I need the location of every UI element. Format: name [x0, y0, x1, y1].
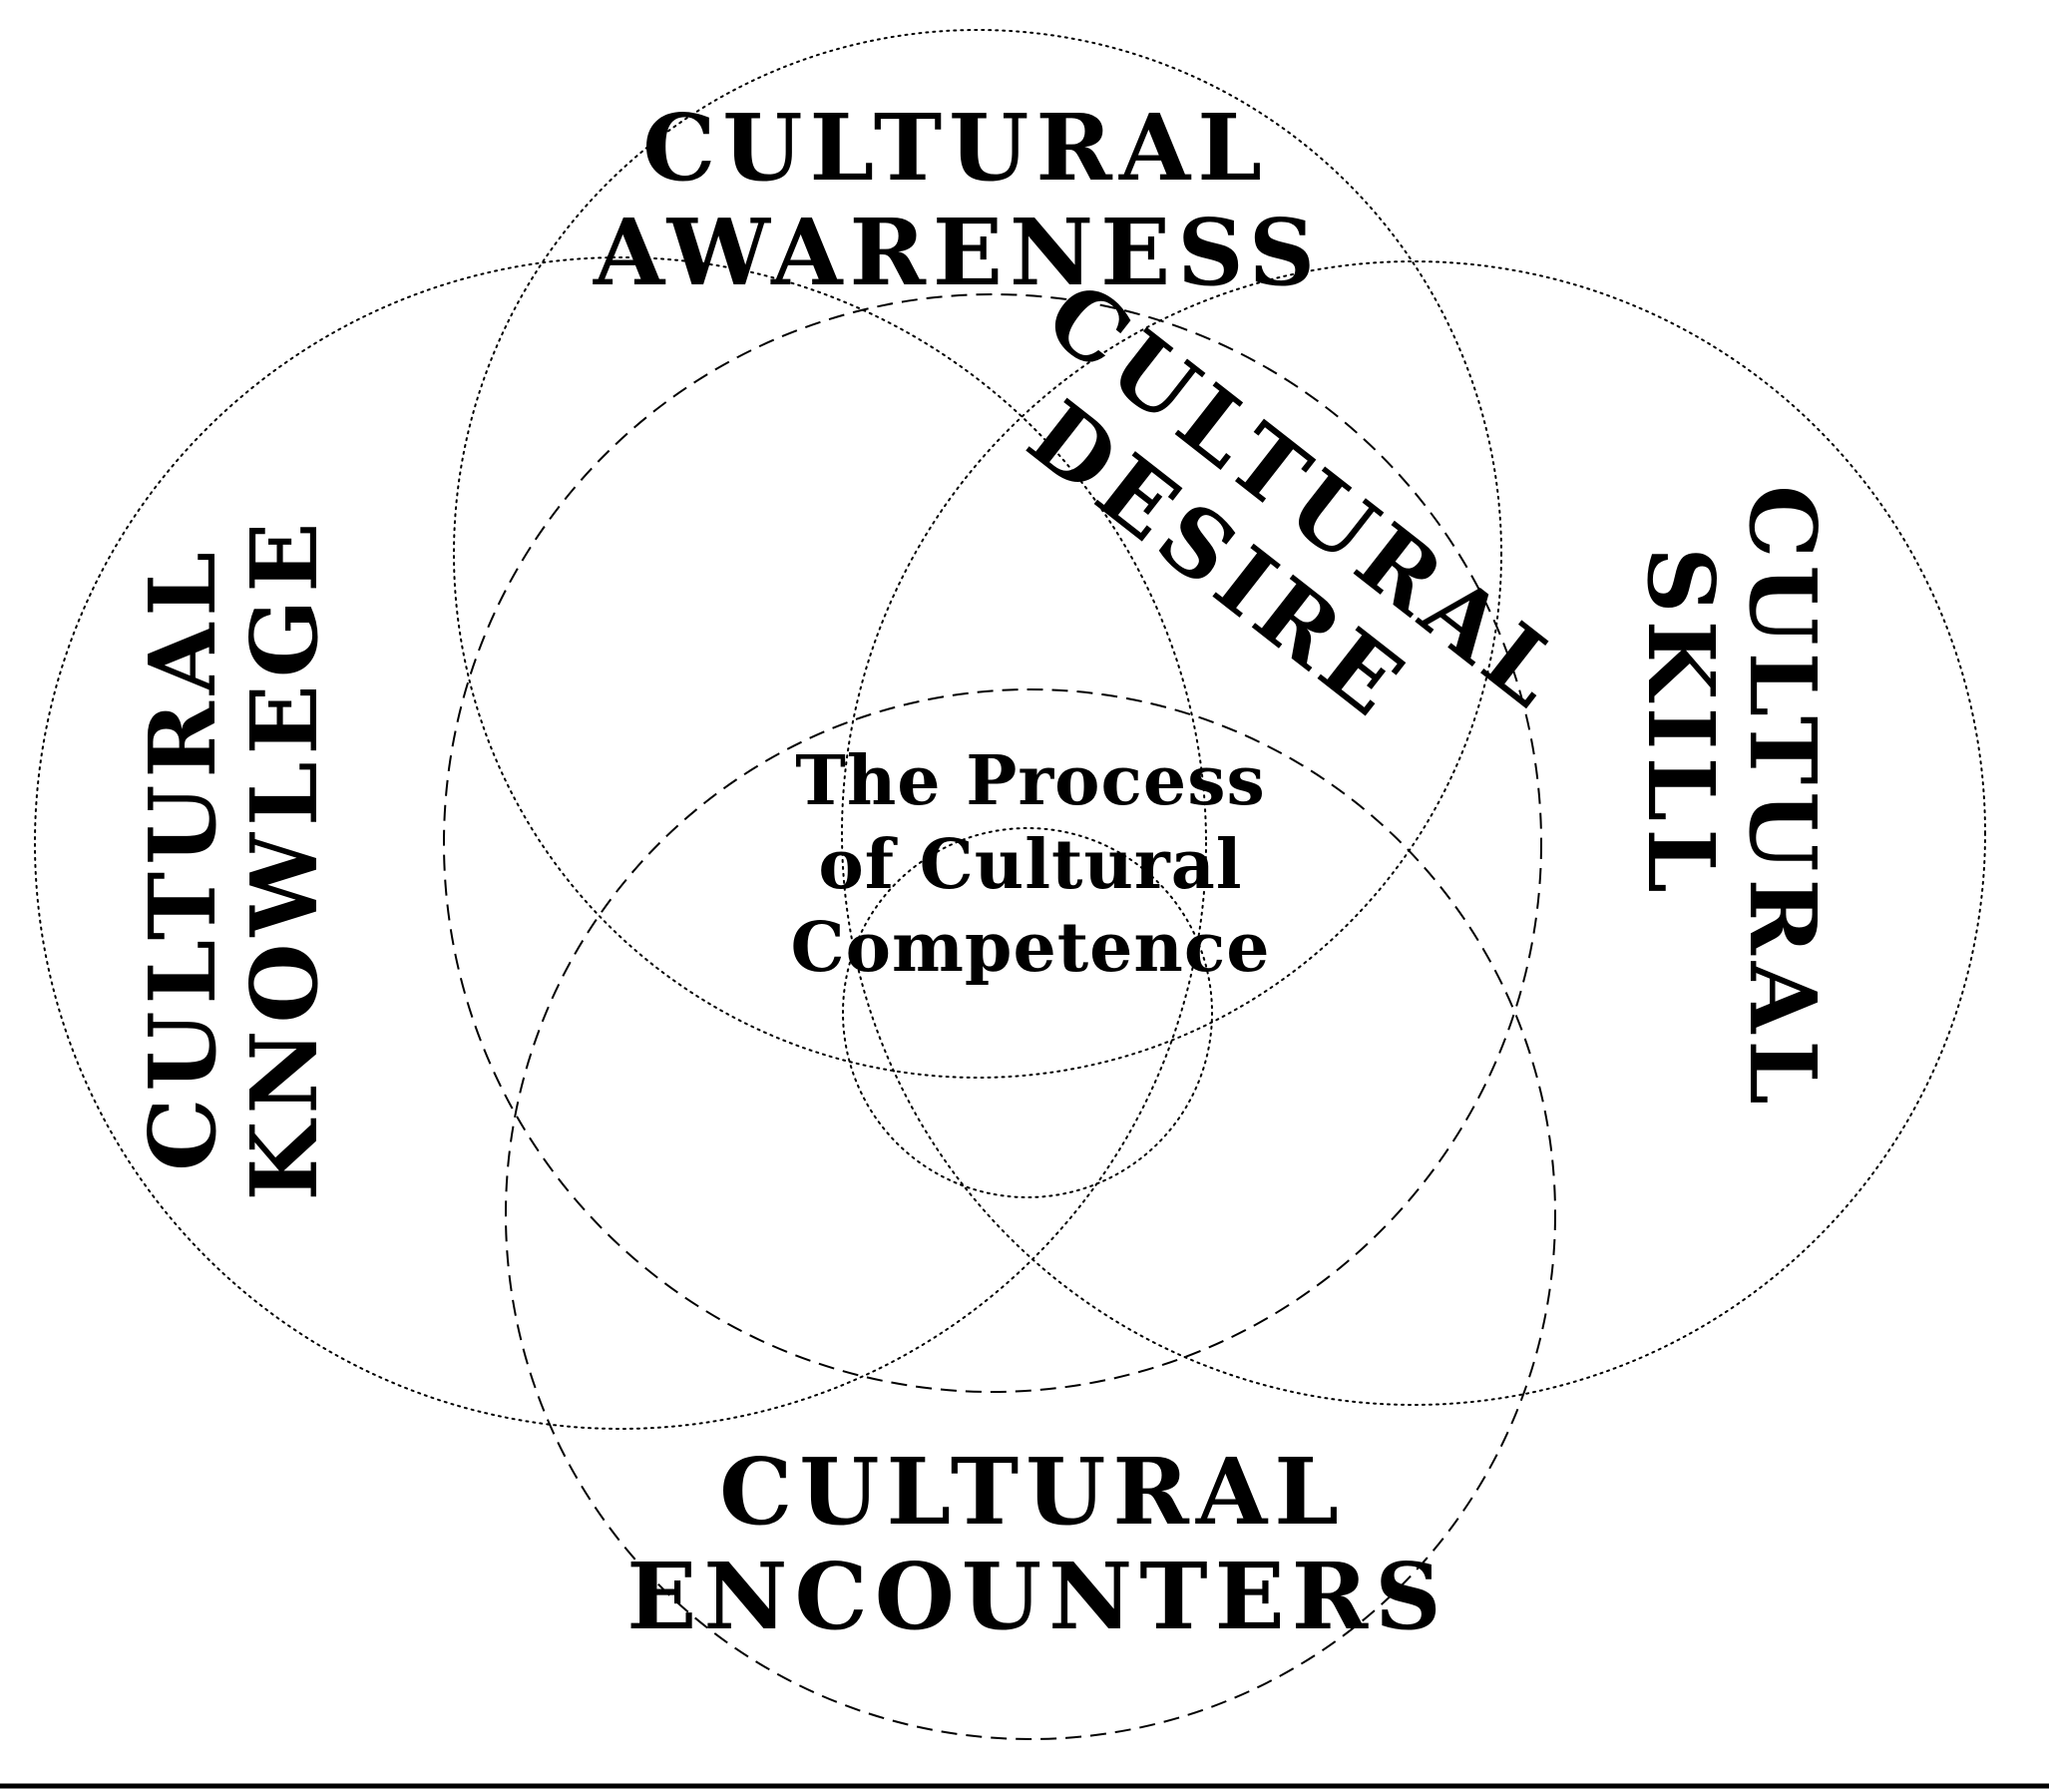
skill-circle [841, 260, 1986, 1406]
skill-label: CULTURAL SKILL [1627, 485, 1837, 1112]
awareness-label: CULTURAL AWARENESS [593, 94, 1322, 306]
awareness-label-line2: AWARENESS [593, 199, 1322, 306]
core-circle [842, 827, 1213, 1198]
awareness-label-line1: CULTURAL [642, 94, 1269, 202]
skill-label-line1: CULTURAL [1729, 485, 1837, 1112]
skill-label-line2: SKILL [1627, 547, 1735, 900]
knowledge-circle [34, 256, 1207, 1430]
center-label-line3: Competence [790, 908, 1270, 988]
encounters-label-line1: CULTURAL [719, 1438, 1346, 1546]
desire-label: CULTURAL DESIRE [1009, 260, 1586, 740]
center-label-line1: The Process [795, 741, 1266, 821]
encounters-label-line2: ENCOUNTERS [626, 1543, 1447, 1650]
knowledge-label: CULTURAL KNOWLEGE [129, 515, 338, 1200]
encounters-circle [505, 688, 1556, 1740]
center-label: The Process of Cultural Competence [790, 741, 1270, 988]
encounters-label: CULTURAL ENCOUNTERS [626, 1438, 1447, 1650]
awareness-circle [453, 29, 1502, 1079]
center-label-line2: of Cultural [818, 825, 1242, 905]
knowledge-label-line2: KNOWLEGE [230, 515, 338, 1200]
desire-circle [443, 293, 1542, 1393]
knowledge-label-line1: CULTURAL [129, 545, 236, 1171]
